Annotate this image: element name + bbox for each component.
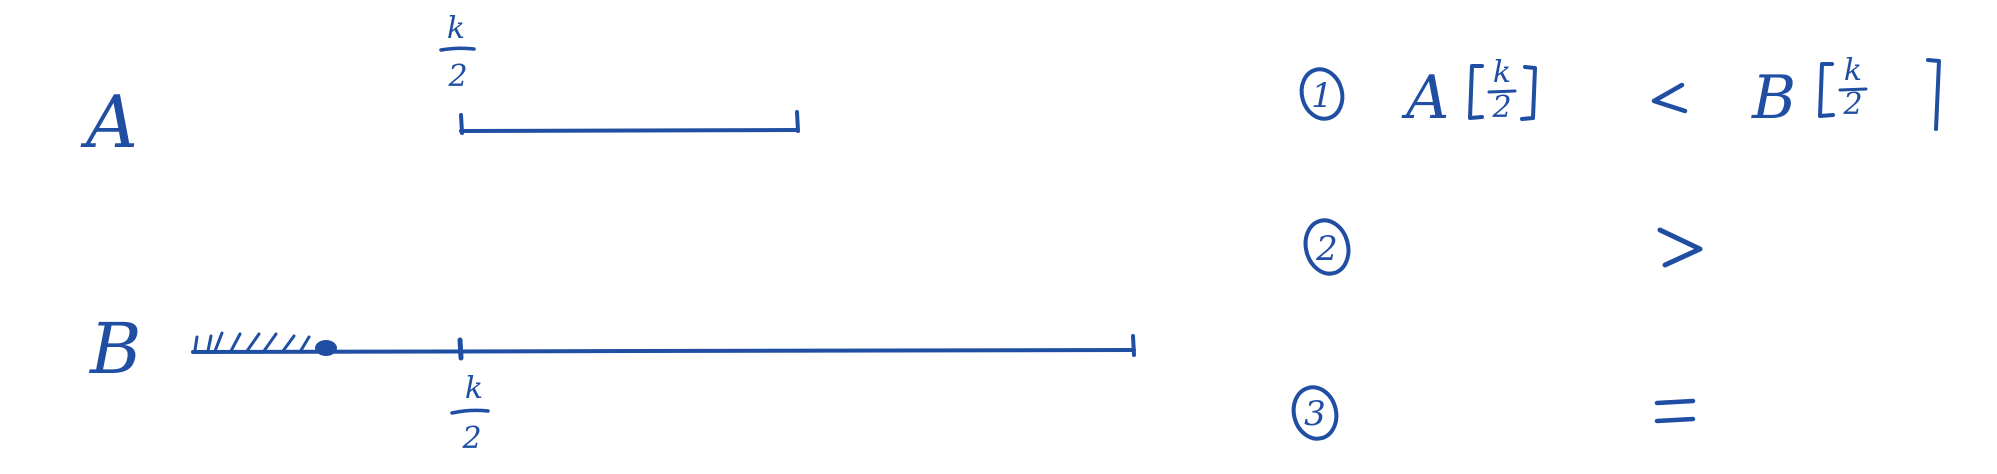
case-3-marker: 3: [1304, 394, 1326, 434]
array-a-segment: [459, 128, 799, 133]
case-1-lhs-index-numerator: k: [1493, 55, 1511, 90]
case-1-rhs-index-denominator: 2: [1842, 87, 1862, 122]
case-1-rhs-open-bracket: [1818, 62, 1835, 118]
case-1-rhs-index-numerator: k: [1844, 53, 1862, 88]
case-1-lhs-close-bracket: [1520, 65, 1537, 121]
array-b-split-numerator: k: [465, 371, 483, 406]
case-1-rhs-index-bar: [1838, 87, 1868, 92]
case-2-circle: [1303, 218, 1351, 276]
case-2: 2 >: [1303, 218, 1703, 276]
case-3-circle: [1291, 385, 1339, 441]
array-b-group: B k 2: [88, 308, 1136, 456]
case-3-relation-line-bottom: [1654, 416, 1696, 424]
array-a-label: A: [80, 80, 138, 164]
case-1-relation-symbol: [1651, 82, 1688, 114]
case-3: 3 =: [1291, 385, 1696, 441]
case-2-marker: 2: [1315, 229, 1338, 269]
case-1-lhs-open-bracket: [1468, 64, 1484, 120]
case-1: 1 A k 2 < B k 2: [1299, 53, 1941, 133]
case-2-relation-symbol: [1657, 227, 1703, 268]
array-b-split-label: k 2: [450, 371, 490, 456]
array-b-scribble-blob: [315, 340, 337, 356]
case-1-lhs-index-denominator: 2: [1491, 90, 1511, 125]
array-b-split-fraction-bar: [450, 408, 490, 415]
case-1-marker: 1: [1311, 76, 1333, 116]
case-1-rhs-array: B: [1751, 63, 1796, 133]
case-list: 1 A k 2 < B k 2 2 >: [1291, 53, 1941, 441]
array-a-split-denominator: 2: [447, 59, 467, 94]
array-b-label: B: [88, 308, 141, 390]
array-b-end-tick: [1131, 334, 1136, 357]
array-a-end-tick: [795, 110, 800, 133]
array-a-start-tick: [459, 113, 464, 135]
array-a-split-label: k 2: [439, 11, 476, 94]
case-1-circle: [1299, 67, 1345, 121]
array-a-group: A k 2: [80, 11, 800, 164]
case-1-lhs-index-bar: [1487, 89, 1517, 94]
array-a-split-fraction-bar: [439, 46, 476, 52]
array-b-segment: [191, 348, 1136, 355]
case-1-rhs-close-bracket: [1926, 58, 1941, 131]
array-b-split-tick: [457, 337, 464, 361]
array-b-split-denominator: 2: [461, 421, 481, 456]
array-b-discarded-hatching: [193, 331, 337, 356]
array-a-split-numerator: k: [447, 11, 465, 46]
case-1-lhs-array: A: [1401, 63, 1449, 133]
case-3-relation-line-top: [1654, 398, 1696, 406]
